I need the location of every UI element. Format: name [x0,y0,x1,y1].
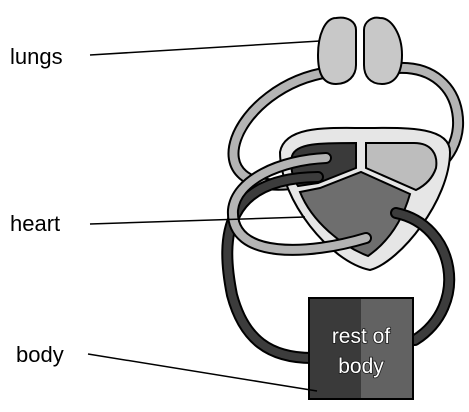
heart-label: heart [10,211,60,236]
heart-leader-line [90,217,305,224]
lungs-leader-line [90,41,320,55]
body-box-label-line2: body [338,355,384,378]
body-box-label-line1: rest of [332,325,391,348]
right-lung [364,18,402,84]
rest-of-body-box: rest of body [309,298,413,399]
lungs-label: lungs [10,44,63,69]
left-lung [318,18,356,84]
body-label: body [16,342,64,367]
